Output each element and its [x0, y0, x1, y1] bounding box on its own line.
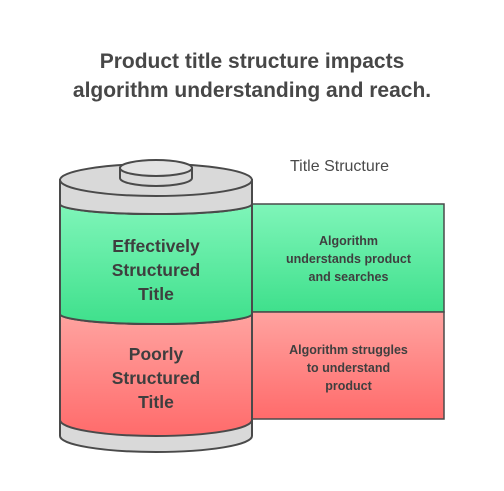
- legend-label: Title Structure: [290, 158, 389, 175]
- description-line: and searches: [308, 270, 389, 284]
- title-line: algorithm understanding and reach.: [72, 79, 432, 102]
- description-line: to understand: [306, 361, 391, 375]
- segment-label-effective: Effectively Structured Title: [62, 234, 250, 306]
- description-line: Algorithm: [318, 234, 379, 248]
- segment-label-line: Effectively: [112, 236, 200, 256]
- description-box-effective: [251, 203, 445, 313]
- segment-label-line: Poorly: [128, 344, 184, 364]
- title-line: Product title structure impacts: [99, 50, 405, 73]
- description-poor: Algorithm struggles to understand produc…: [253, 341, 444, 395]
- description-box-poor: [251, 311, 445, 420]
- description-line: understands product: [285, 252, 411, 266]
- segment-label-poor: Poorly Structured Title: [62, 342, 250, 414]
- segment-label-line: Structured: [111, 260, 201, 280]
- segment-label-line: Title: [138, 284, 174, 304]
- description-effective: Algorithm understands product and search…: [253, 232, 444, 286]
- description-line: product: [325, 379, 372, 393]
- description-line: Algorithm struggles: [289, 343, 408, 357]
- page-title: Product title structure impacts algorith…: [0, 47, 504, 105]
- segment-label-line: Structured: [111, 368, 201, 388]
- segment-label-line: Title: [138, 392, 174, 412]
- battery-terminal-top: [119, 159, 193, 177]
